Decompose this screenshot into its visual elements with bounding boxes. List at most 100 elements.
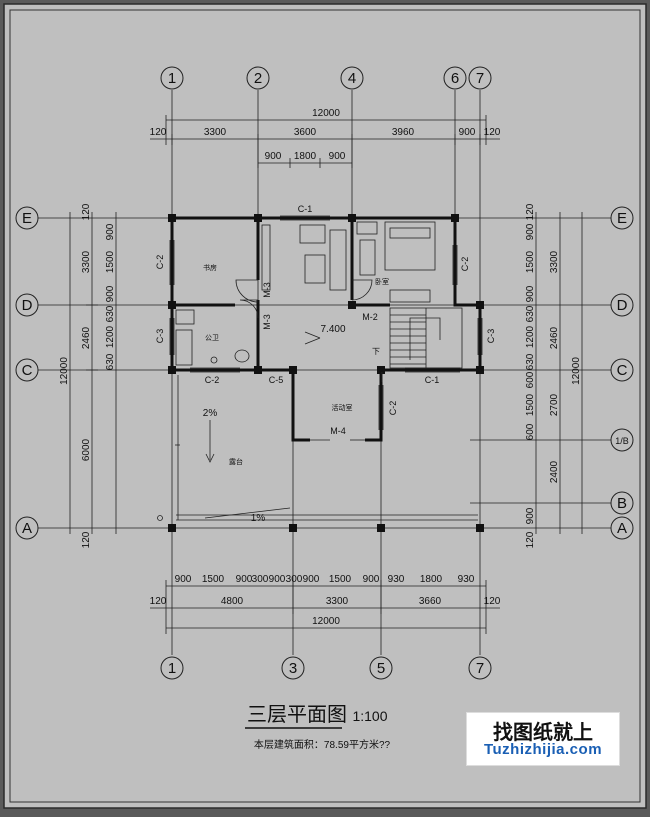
axis-label: 1 [168, 660, 176, 677]
room-label-bathroom: 公卫 [205, 334, 219, 342]
axis-label: 6 [451, 70, 459, 87]
right-dim: 900 [525, 285, 536, 302]
left-dim: 1200 [105, 325, 116, 348]
axis-label: D [617, 297, 628, 314]
door-label: M-3 [262, 282, 272, 298]
window-label: C-2 [205, 375, 220, 385]
axis-label: A [22, 520, 32, 537]
right-dim-2: 2460 [549, 326, 560, 349]
left-dim: 900 [105, 223, 116, 240]
bottom-dim: 1500 [202, 574, 225, 585]
window-label: C-3 [155, 329, 165, 344]
axis-label: 4 [348, 70, 356, 87]
right-dim: 900 [525, 507, 536, 524]
inner-border [9, 9, 641, 803]
bottom-dim: 930 [388, 574, 405, 585]
bottom-dim: 900 [269, 574, 286, 585]
window-label: C-2 [155, 255, 165, 270]
window-label: C-5 [269, 375, 284, 385]
bottom-dim: 900 [363, 574, 380, 585]
bottom-dimension-lines [150, 580, 500, 634]
right-dim: 630 [525, 353, 536, 370]
bottom-dim: 900 [303, 574, 320, 585]
top-axis-bubbles [160, 66, 492, 90]
elevation-label: 7.400 [320, 324, 345, 335]
axis-label: 3 [289, 660, 297, 677]
left-dimension-lines [69, 212, 117, 534]
left-dim: 1500 [105, 250, 116, 273]
right-dim: 600 [525, 371, 536, 388]
axis-label: 7 [476, 660, 484, 677]
door-label: M-4 [330, 426, 346, 436]
right-dim: 1200 [525, 325, 536, 348]
bottom-dim: 1800 [420, 574, 443, 585]
terrace-edge [157, 331, 478, 521]
furniture [175, 221, 436, 366]
right-dim: 1500 [525, 250, 536, 273]
left-dim: 630 [105, 353, 116, 370]
left-dim-2: 120 [81, 203, 92, 220]
walls [170, 216, 482, 442]
window-label: C-1 [425, 375, 440, 385]
bottom-dim: 1500 [329, 574, 352, 585]
slope-label: 2% [203, 408, 218, 419]
right-dim-2: 3300 [549, 250, 560, 273]
left-dim-2: 2460 [81, 326, 92, 349]
window-label: C-3 [486, 329, 496, 344]
left-dim-2: 120 [81, 531, 92, 548]
left-dim-2: 3300 [81, 250, 92, 273]
window-label: C-2 [388, 401, 398, 416]
room-label-bedroom: 卧室 [375, 277, 389, 286]
right-dim: 120 [525, 531, 536, 548]
right-dim: 120 [525, 203, 536, 220]
right-axis-bubbles [610, 206, 634, 540]
door-label: M-3 [262, 314, 272, 330]
top-dim-inner: 900 [329, 151, 346, 162]
axis-label: 2 [254, 70, 262, 87]
right-dim-2: 2400 [549, 460, 560, 483]
left-dim-2: 6000 [81, 438, 92, 461]
axis-label: 1 [168, 70, 176, 87]
window-label: C-2 [460, 257, 470, 272]
right-dim: 600 [525, 423, 536, 440]
axis-label: 7 [476, 70, 484, 87]
drawing-scale: 1:100 [352, 708, 387, 724]
drawing-title: 三层平面图 [247, 704, 347, 726]
axis-label: C [617, 362, 628, 379]
bottom-total-dim: 12000 [312, 616, 340, 627]
bottom-dim-2: 120 [150, 596, 167, 607]
axis-label: C [22, 362, 33, 379]
bottom-dim: 300 [252, 574, 269, 585]
paper-sheet [3, 3, 647, 809]
room-label-study: 书房 [203, 263, 217, 272]
area-note: 本层建筑面积：78.59平方米?? [254, 738, 391, 751]
axis-label: E [617, 210, 627, 227]
left-total-dim: 12000 [59, 357, 70, 385]
bottom-dim-2: 4800 [221, 596, 244, 607]
top-dim: 3960 [392, 127, 415, 138]
door-label: M-2 [362, 312, 378, 322]
bottom-dim: 900 [236, 574, 253, 585]
left-dim: 900 [105, 285, 116, 302]
top-dim: 900 [459, 127, 476, 138]
top-dim: 120 [484, 127, 501, 138]
axis-label: E [22, 210, 32, 227]
right-dimension-lines [535, 212, 583, 534]
right-dim-2: 2700 [549, 393, 560, 416]
top-dim-inner: 900 [265, 151, 282, 162]
axis-label: B [617, 495, 627, 512]
axis-label: 5 [377, 660, 385, 677]
left-axis-bubbles [15, 206, 39, 540]
watermark-line2: Tuzhizhijia.com [483, 741, 603, 758]
top-dim-inner: 1800 [294, 151, 317, 162]
bottom-dim: 900 [175, 574, 192, 585]
bottom-dim: 930 [458, 574, 475, 585]
right-dim: 1500 [525, 393, 536, 416]
window-label: C-1 [298, 204, 313, 214]
top-dim: 120 [150, 127, 167, 138]
axis-label: 1/B [615, 436, 629, 446]
bottom-axis-bubbles [160, 656, 492, 680]
bottom-dim-2: 3300 [326, 596, 349, 607]
axis-label: D [22, 297, 33, 314]
